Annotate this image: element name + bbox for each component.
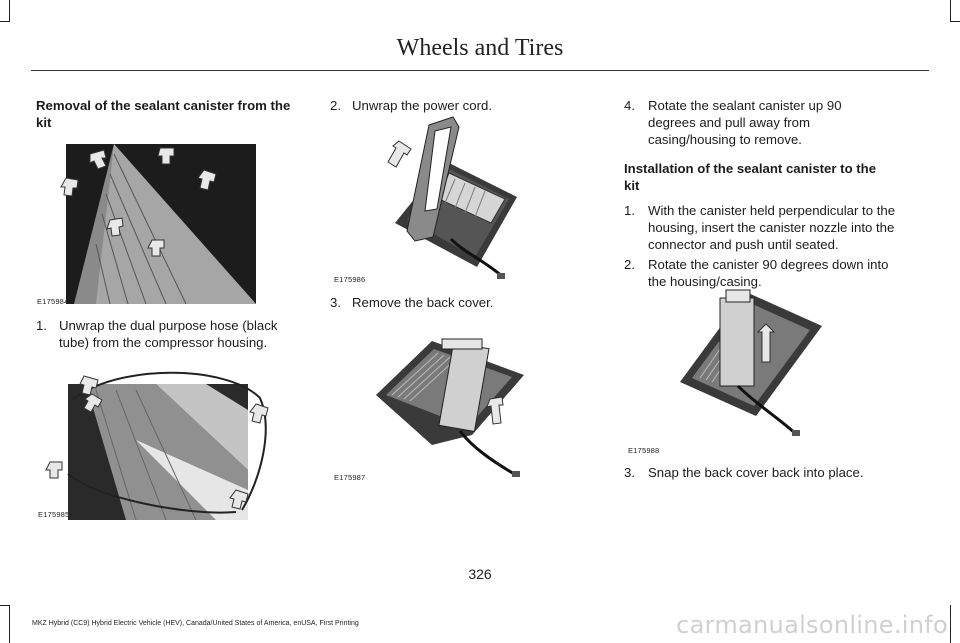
step-text: Rotate the canister 90 degrees down into… <box>648 257 889 289</box>
step-number: 2. <box>624 257 635 272</box>
page-title: Wheels and Tires <box>396 35 564 61</box>
removal-heading: Removal of the sealant canister from the… <box>36 98 291 130</box>
step-text: With the canister held perpendicular to … <box>648 203 896 252</box>
crop-mark <box>0 605 10 606</box>
figure-code: E175986 <box>334 275 366 284</box>
crop-mark <box>950 605 951 643</box>
step-text: Rotate the sealant canister up 90 degree… <box>648 98 842 147</box>
crop-mark <box>9 605 10 643</box>
step-number: 3. <box>624 465 635 480</box>
step-text: Unwrap the power cord. <box>352 98 493 113</box>
header-rule <box>31 70 929 71</box>
figure-e175986 <box>387 116 517 279</box>
step-number: 2. <box>330 98 341 113</box>
figure-code: E175988 <box>628 446 660 455</box>
crop-mark <box>9 0 10 22</box>
step-number: 4. <box>624 98 635 113</box>
watermark: carmanualsonline.info <box>676 611 948 639</box>
crop-mark <box>0 21 10 22</box>
page-number: 326 <box>468 566 492 582</box>
figure-e175984 <box>60 144 256 304</box>
figure-code: E175984 <box>37 297 69 306</box>
step-number: 3. <box>330 295 341 310</box>
crop-mark <box>950 21 960 22</box>
step-text: Snap the back cover back into place. <box>648 465 864 480</box>
figure-e175985 <box>45 371 269 520</box>
installation-heading: Installation of the sealant canister to … <box>624 161 877 193</box>
step-number: 1. <box>624 203 635 218</box>
crop-mark <box>950 0 951 22</box>
step-text: Remove the back cover. <box>352 295 494 310</box>
footer-text: MKZ Hybrid (CC9) Hybrid Electric Vehicle… <box>32 620 359 627</box>
step-number: 1. <box>36 318 47 333</box>
figure-e175988 <box>680 289 822 436</box>
step-text: Unwrap the dual purpose hose (black tube… <box>59 318 278 350</box>
figure-e175987 <box>376 338 524 477</box>
figure-code: E175985 <box>38 510 70 519</box>
figure-code: E175987 <box>334 473 366 482</box>
